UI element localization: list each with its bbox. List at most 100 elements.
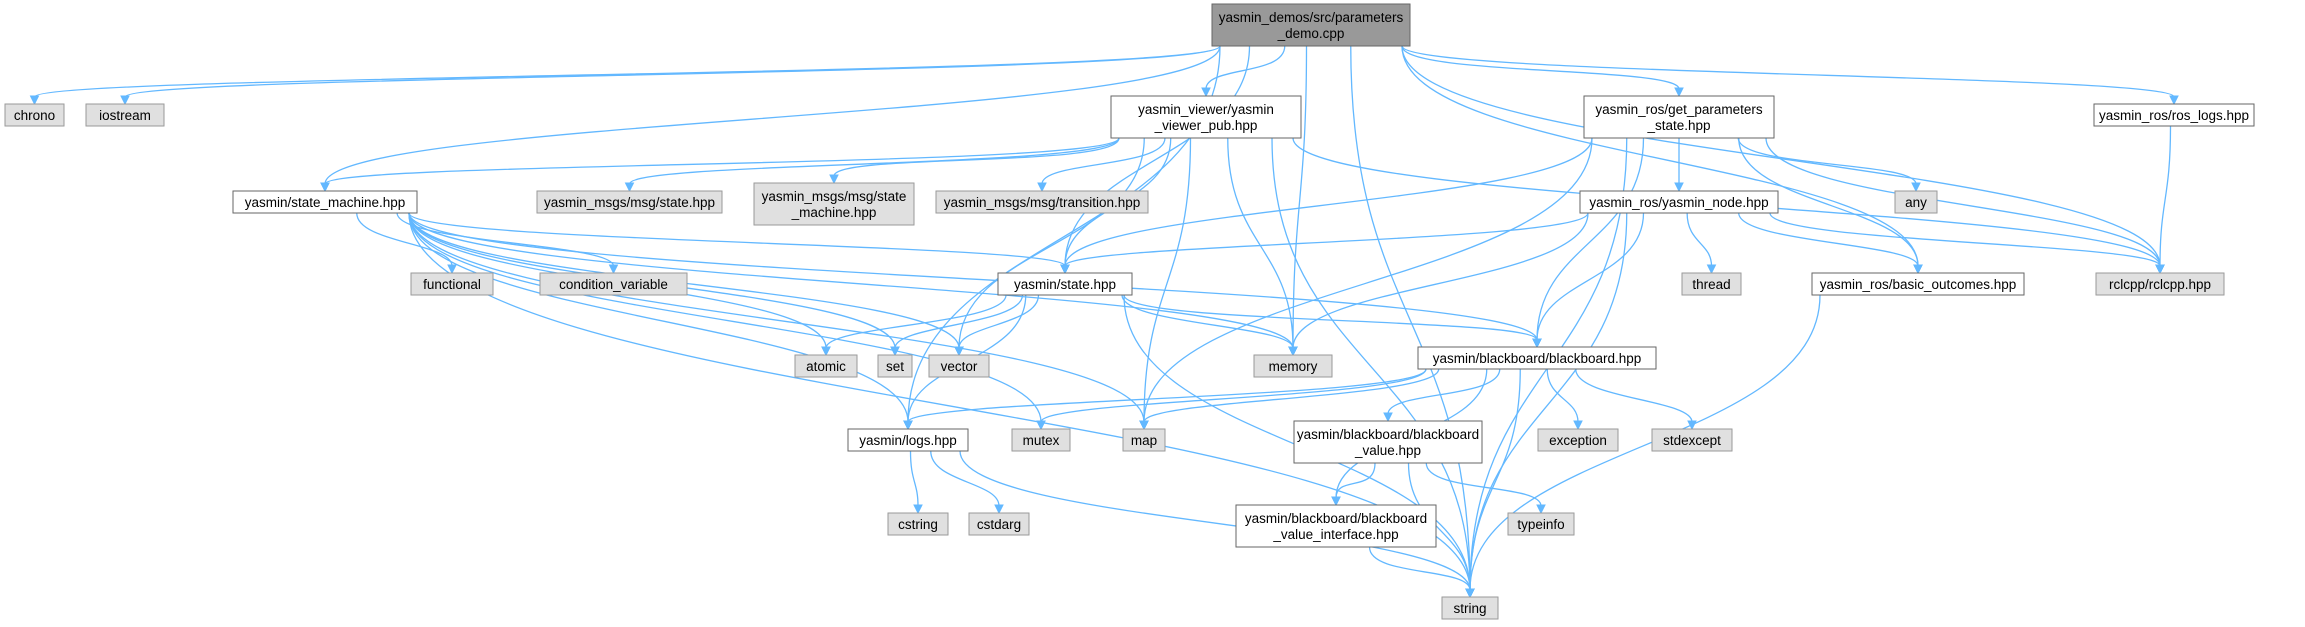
- node-box-rclcpp: [2095, 272, 2225, 296]
- edge-getparams-to-state: [1064, 137, 1593, 267]
- edge-getparams-to-blackboard: [1536, 137, 1645, 341]
- node-box-viewer: [1110, 95, 1302, 139]
- node-label-typeinfo: typeinfo: [1517, 517, 1564, 532]
- node-box-basic: [1811, 272, 2025, 296]
- arrowhead-statemachine-to-functional: [447, 264, 457, 275]
- edge-statemachine-to-mutex: [408, 212, 1042, 423]
- node-label-basic: yasmin_ros/basic_outcomes.hpp: [1820, 277, 2017, 292]
- node-label-bbvalueif: _value_interface.hpp: [1272, 527, 1398, 542]
- edge-logs-to-string: [959, 450, 1471, 591]
- node-label-logs: yasmin/logs.hpp: [859, 433, 957, 448]
- arrowhead-state-to-set: [890, 346, 900, 357]
- node-getparams[interactable]: yasmin_ros/get_parameters_state.hpp: [1583, 95, 1775, 139]
- node-label-roslogs: yasmin_ros/ros_logs.hpp: [2099, 108, 2249, 123]
- edge-root-to-memory: [1292, 45, 1308, 349]
- node-box-functional: [410, 272, 494, 296]
- node-box-blackboard: [1417, 346, 1657, 370]
- edge-statemachine-to-blackboard: [408, 212, 1538, 341]
- node-box-msgtrans: [935, 190, 1149, 214]
- edge-logs-to-cstring: [909, 450, 919, 507]
- node-bbvalueif[interactable]: yasmin/blackboard/blackboard_value_inter…: [1235, 504, 1437, 548]
- arrowhead-viewer-to-msgstate: [624, 182, 635, 193]
- node-stdexcept: stdexcept: [1651, 428, 1733, 452]
- node-label-cstdarg: cstdarg: [977, 517, 1021, 532]
- node-blackboard[interactable]: yasmin/blackboard/blackboard.hpp: [1417, 346, 1657, 370]
- node-label-iostream: iostream: [99, 108, 151, 123]
- arrowhead-yasminnode-to-thread: [1706, 264, 1717, 275]
- node-viewer[interactable]: yasmin_viewer/yasmin_viewer_pub.hpp: [1110, 95, 1302, 139]
- node-box-vector: [928, 354, 990, 378]
- node-box-atomic: [794, 354, 858, 378]
- node-statemachine[interactable]: yasmin/state_machine.hpp: [232, 190, 418, 214]
- edge-blackboard-to-logs: [907, 368, 1427, 423]
- node-logs[interactable]: yasmin/logs.hpp: [847, 428, 969, 452]
- node-box-msgstate: [536, 190, 723, 214]
- node-box-string: [1441, 596, 1499, 620]
- node-box-msgsm: [753, 182, 915, 226]
- node-label-bbvalueif: yasmin/blackboard/blackboard: [1245, 511, 1427, 526]
- node-set: set: [877, 354, 913, 378]
- edge-state-to-atomic: [825, 294, 1007, 349]
- arrowhead-yasminnode-to-rclcpp: [2155, 264, 2165, 275]
- node-iostream: iostream: [85, 103, 165, 127]
- arrowhead-blackboard-to-logs: [903, 420, 913, 431]
- node-label-thread: thread: [1692, 277, 1730, 292]
- node-label-getparams: yasmin_ros/get_parameters: [1595, 102, 1763, 117]
- node-cstdarg: cstdarg: [968, 512, 1030, 536]
- edges-layer: [29, 45, 2179, 599]
- node-box-roslogs: [2093, 103, 2255, 127]
- edge-viewer-to-msgstate: [628, 137, 1120, 185]
- node-label-vector: vector: [941, 359, 978, 374]
- node-basic[interactable]: yasmin_ros/basic_outcomes.hpp: [1811, 272, 2025, 296]
- node-typeinfo: typeinfo: [1507, 512, 1575, 536]
- node-box-mutex: [1011, 428, 1071, 452]
- node-thread: thread: [1681, 272, 1742, 296]
- edge-statemachine-to-functional: [356, 212, 453, 267]
- edge-root-to-chrono: [33, 45, 1221, 98]
- arrowhead-getparams-to-yasminnode: [1674, 182, 1684, 193]
- edge-state-to-vector: [958, 294, 1040, 349]
- node-state[interactable]: yasmin/state.hpp: [997, 272, 1133, 296]
- arrowhead-state-to-memory: [1288, 346, 1298, 357]
- edge-root-to-getparams: [1401, 45, 1680, 90]
- node-string: string: [1441, 596, 1499, 620]
- edge-bbvalueif-to-string: [1368, 546, 1471, 591]
- node-label-set: set: [886, 359, 904, 374]
- edge-root-to-basic: [1401, 45, 1919, 267]
- node-label-functional: functional: [423, 277, 481, 292]
- edge-yasminnode-to-rclcpp: [1769, 212, 2161, 267]
- nodes-layer: yasmin_demos/src/parameters_demo.cppchro…: [4, 3, 2255, 620]
- arrowhead-blackboard-to-map: [1139, 420, 1149, 431]
- arrowhead-logs-to-cstring: [913, 504, 923, 515]
- node-memory: memory: [1253, 354, 1333, 378]
- node-label-mutex: mutex: [1023, 433, 1060, 448]
- edge-root-to-string: [1350, 45, 1471, 591]
- node-root[interactable]: yasmin_demos/src/parameters_demo.cpp: [1211, 3, 1411, 47]
- node-any: any: [1894, 190, 1938, 214]
- node-box-bbvalueif: [1235, 504, 1437, 548]
- edge-statemachine-to-logs: [408, 212, 909, 423]
- arrowhead-blackboard-to-stdexcept: [1687, 420, 1697, 431]
- edge-statemachine-to-condvar: [396, 212, 615, 267]
- arrowhead-viewer-to-msgsm: [829, 174, 839, 185]
- node-msgtrans: yasmin_msgs/msg/transition.hpp: [935, 190, 1149, 214]
- arrowhead-root-to-chrono: [29, 95, 40, 106]
- arrowhead-state-to-blackboard: [1532, 338, 1542, 349]
- edge-state-to-set: [894, 294, 1024, 349]
- node-label-cstring: cstring: [898, 517, 938, 532]
- node-box-cstring: [887, 512, 949, 536]
- arrowhead-root-to-viewer: [1201, 87, 1211, 98]
- node-yasminnode[interactable]: yasmin_ros/yasmin_node.hpp: [1579, 190, 1779, 214]
- edge-logs-to-cstdarg: [930, 450, 1000, 507]
- edge-statemachine-to-state: [408, 212, 1066, 267]
- node-bbvalue[interactable]: yasmin/blackboard/blackboard_value.hpp: [1293, 420, 1483, 464]
- node-label-bbvalue: _value.hpp: [1354, 443, 1421, 458]
- edge-viewer-to-msgtrans: [1041, 137, 1166, 185]
- edge-root-to-state: [1064, 45, 1251, 267]
- node-label-state: yasmin/state.hpp: [1014, 277, 1116, 292]
- edge-blackboard-to-string: [1469, 368, 1521, 591]
- node-roslogs[interactable]: yasmin_ros/ros_logs.hpp: [2093, 103, 2255, 127]
- edge-viewer-to-statemachine: [324, 137, 1120, 185]
- edge-blackboard-to-mutex: [1040, 368, 1427, 423]
- arrowhead-logs-to-cstdarg: [994, 504, 1004, 515]
